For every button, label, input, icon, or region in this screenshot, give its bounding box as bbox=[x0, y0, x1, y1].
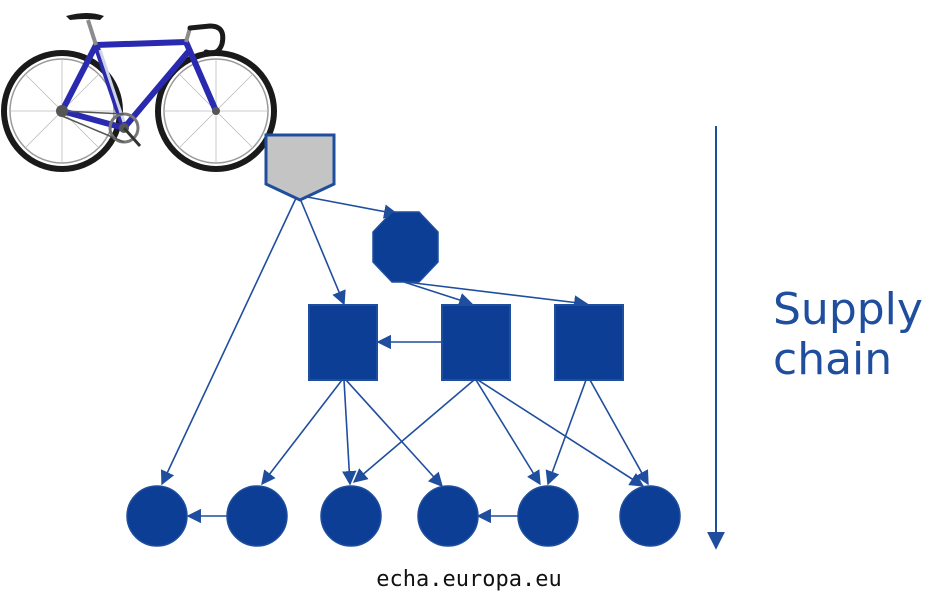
edge-supplier-sub-c bbox=[405, 281, 589, 310]
edge-sub-a-part-4 bbox=[345, 379, 443, 488]
node-part-1 bbox=[126, 485, 188, 547]
node-part-4 bbox=[417, 485, 479, 547]
footer-url: echa.europa.eu bbox=[376, 567, 562, 592]
node-part-3 bbox=[320, 485, 382, 547]
edge-product-part-1 bbox=[160, 195, 298, 486]
supply-chain-label: Supply chain bbox=[773, 285, 923, 385]
edge-sub-b-part-3 bbox=[352, 379, 475, 483]
edge-sub-c-part-5 bbox=[545, 379, 587, 486]
node-supplier bbox=[372, 211, 439, 283]
node-part-6 bbox=[619, 485, 681, 547]
edge-product-sub-a bbox=[298, 195, 346, 306]
edge-sub-b-part-6 bbox=[477, 379, 645, 487]
node-product bbox=[264, 133, 336, 202]
supply-chain-label-line1: Supply bbox=[773, 284, 923, 335]
node-sub-c bbox=[554, 304, 624, 381]
supply-chain-label-line2: chain bbox=[773, 334, 893, 385]
node-sub-a bbox=[308, 304, 378, 381]
bicycle-image bbox=[0, 0, 278, 176]
edge-sub-c-part-6 bbox=[589, 379, 649, 486]
edge-sub-b-part-5 bbox=[475, 379, 541, 486]
edge-sub-a-part-2 bbox=[261, 379, 343, 486]
edge-product-supplier bbox=[301, 195, 399, 219]
node-part-2 bbox=[226, 485, 288, 547]
node-sub-b bbox=[441, 304, 511, 381]
node-part-5 bbox=[517, 485, 579, 547]
edge-sub-a-part-3 bbox=[342, 379, 357, 486]
edge-supplier-sub-b bbox=[403, 281, 474, 307]
